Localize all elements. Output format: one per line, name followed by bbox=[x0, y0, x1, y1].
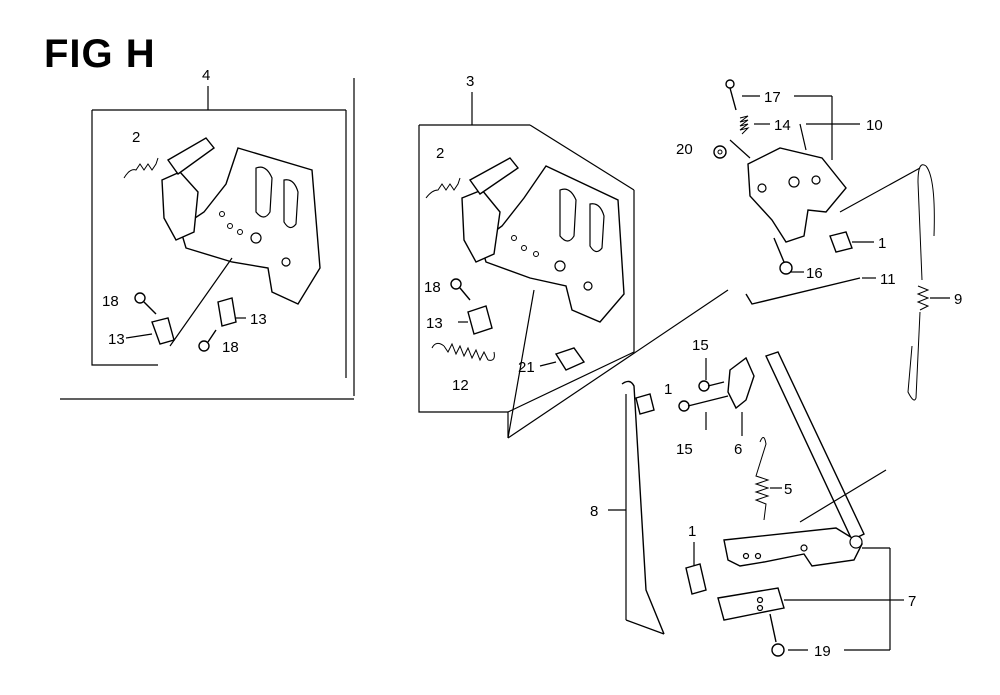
callout-13: 13 bbox=[108, 331, 125, 348]
frame-line bbox=[507, 289, 729, 439]
callout-15: 15 bbox=[692, 337, 709, 354]
callout-13: 13 bbox=[250, 311, 267, 328]
callout-21: 21 bbox=[518, 359, 535, 376]
bolt-19 bbox=[769, 613, 785, 657]
assembly-4-group bbox=[60, 78, 355, 400]
bolt-18-mid bbox=[450, 278, 471, 301]
spring-2-left bbox=[123, 157, 159, 179]
spring-14 bbox=[739, 115, 750, 135]
frame-line bbox=[507, 351, 635, 413]
frame-line bbox=[839, 167, 921, 213]
bolt-18-left-bottom bbox=[198, 329, 217, 352]
bolt-17 bbox=[725, 79, 737, 111]
callout-18: 18 bbox=[222, 339, 239, 356]
frame-line bbox=[625, 619, 665, 635]
callout-11: 11 bbox=[880, 271, 896, 288]
callout-13: 13 bbox=[426, 315, 443, 332]
spring-12 bbox=[431, 342, 495, 362]
callout-1: 1 bbox=[688, 523, 696, 540]
callout-7: 7 bbox=[908, 593, 916, 610]
callout-1: 1 bbox=[878, 235, 886, 252]
callout-18: 18 bbox=[424, 279, 441, 296]
callout-18: 18 bbox=[102, 293, 119, 310]
lever-7 bbox=[723, 351, 865, 567]
frame-line bbox=[799, 469, 887, 523]
bolt-16 bbox=[773, 237, 793, 275]
callout-14: 14 bbox=[774, 117, 791, 134]
plate-7 bbox=[717, 587, 785, 621]
bolt-18-left-top bbox=[134, 292, 157, 315]
rod-11 bbox=[745, 277, 861, 305]
control-bracket-plate-3 bbox=[461, 157, 625, 323]
rod-8 bbox=[621, 380, 665, 635]
callout-8: 8 bbox=[590, 503, 598, 520]
clip-13-left bbox=[151, 317, 175, 345]
callout-20: 20 bbox=[676, 141, 693, 158]
clip-1-mid bbox=[635, 393, 655, 415]
bolt-15-bottom bbox=[678, 395, 729, 412]
callout-5: 5 bbox=[784, 481, 792, 498]
spring-5 bbox=[754, 437, 770, 521]
clip-13-right bbox=[217, 297, 237, 327]
callout-15: 15 bbox=[676, 441, 693, 458]
callout-2: 2 bbox=[436, 145, 444, 162]
callout-labels: 4 2 18 13 13 18 3 2 18 13 12 21 17 14 10… bbox=[102, 67, 962, 660]
governor-arm-group bbox=[713, 79, 921, 305]
callout-4: 4 bbox=[202, 67, 210, 84]
leader-line bbox=[507, 289, 535, 439]
callout-16: 16 bbox=[806, 265, 823, 282]
spring-9-group bbox=[907, 164, 950, 401]
clip-1-bottom bbox=[685, 563, 707, 595]
spring-2-mid bbox=[425, 177, 461, 199]
figure-title: FIG H bbox=[44, 32, 156, 76]
washer-20 bbox=[713, 145, 727, 159]
assembly-3-group bbox=[418, 92, 729, 439]
callout-17: 17 bbox=[764, 89, 781, 106]
frame-line bbox=[91, 110, 158, 366]
callout-3: 3 bbox=[466, 73, 474, 90]
frame-line bbox=[418, 125, 508, 413]
leader-line bbox=[729, 139, 751, 159]
callout-10: 10 bbox=[866, 117, 883, 134]
frame-line bbox=[529, 124, 635, 191]
governor-lever-10 bbox=[747, 147, 847, 243]
nut-21 bbox=[554, 347, 586, 371]
callout-9: 9 bbox=[954, 291, 962, 308]
leader-line bbox=[539, 361, 557, 367]
callout-12: 12 bbox=[452, 377, 469, 394]
callout-1: 1 bbox=[664, 381, 672, 398]
leader-line bbox=[125, 333, 153, 339]
callout-19: 19 bbox=[814, 643, 831, 660]
bracket-6 bbox=[727, 356, 755, 410]
callout-2: 2 bbox=[132, 129, 140, 146]
throttle-link-group bbox=[608, 351, 904, 657]
leader-line bbox=[799, 123, 807, 151]
clip-13-mid bbox=[467, 305, 493, 335]
clip-1-top bbox=[829, 231, 853, 253]
callout-6: 6 bbox=[734, 441, 742, 458]
control-bracket-plate bbox=[161, 137, 321, 305]
bolt-15-top bbox=[698, 380, 725, 392]
leader-line bbox=[169, 257, 233, 347]
